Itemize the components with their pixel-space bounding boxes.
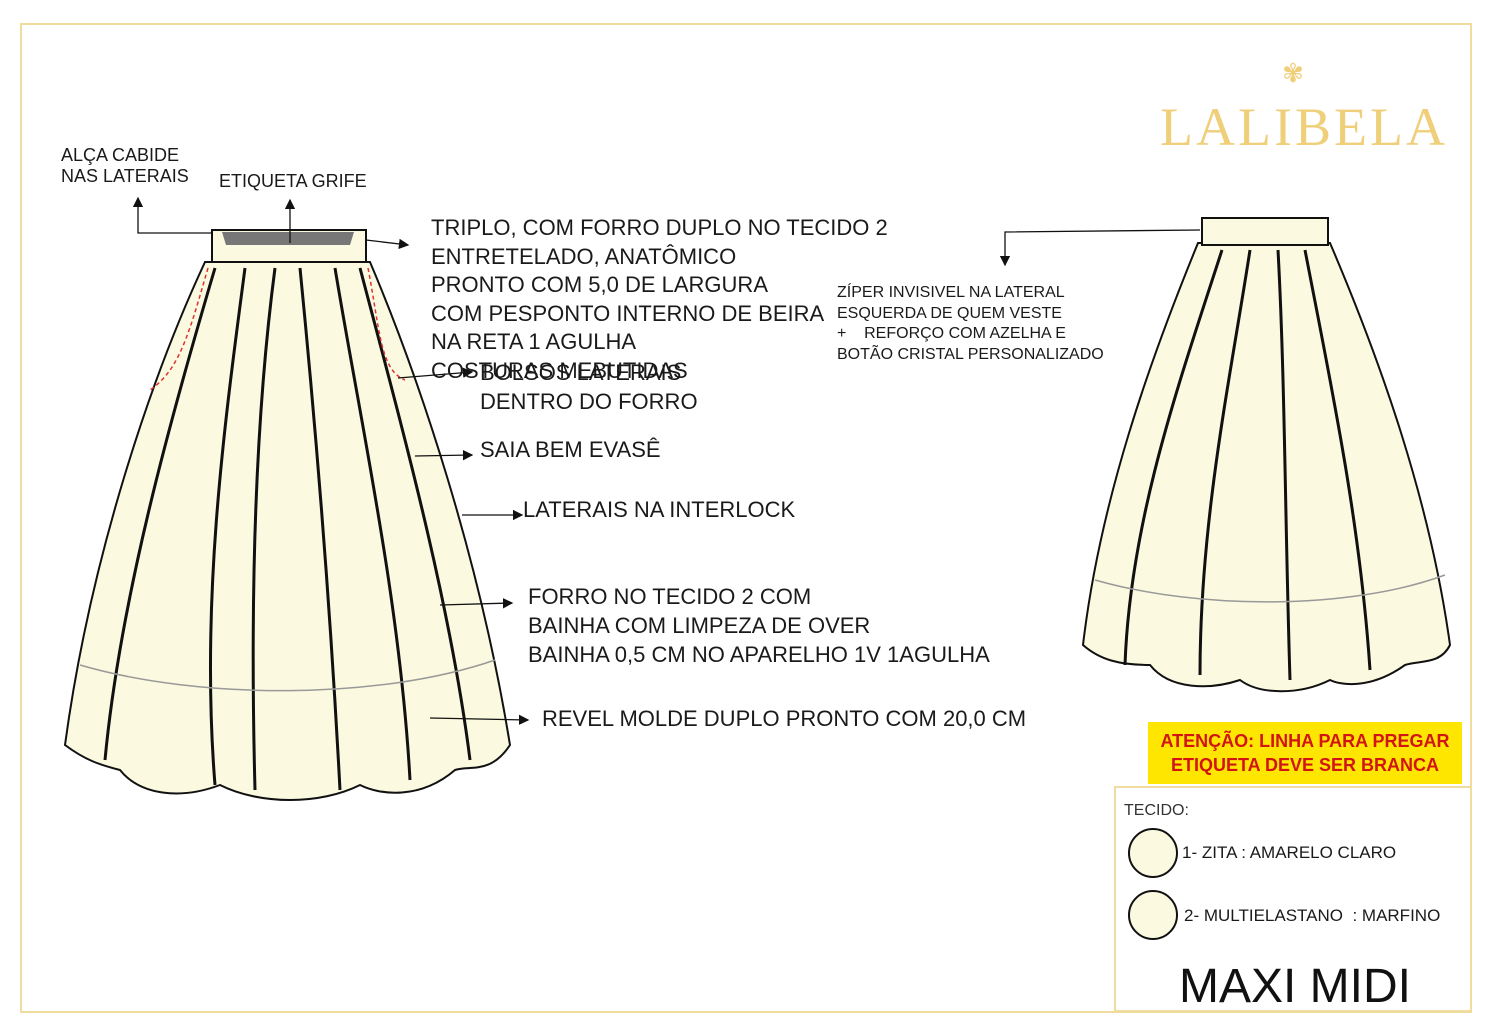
front-skirt-sketch — [63, 229, 512, 801]
label-evase: SAIA BEM EVASÊ — [480, 437, 661, 462]
label-laterais: LATERAIS NA INTERLOCK — [523, 497, 796, 522]
annotation-arrows — [132, 196, 1201, 726]
bee-icon: ✾ — [1282, 58, 1304, 88]
fabric-swatch-1 — [1128, 828, 1178, 878]
back-skirt-sketch — [1081, 217, 1452, 693]
fabric-title: TECIDO: — [1124, 802, 1189, 819]
fabric-label-1: 1- ZITA : AMARELO CLARO — [1182, 843, 1397, 862]
label-etiqueta: ETIQUETA GRIFE — [219, 171, 367, 191]
model-name: MAXI MIDI — [1178, 960, 1411, 1013]
page-border — [20, 23, 1472, 1013]
fabric-swatch-2 — [1128, 890, 1178, 940]
label-revel: REVEL MOLDE DUPLO PRONTO COM 20,0 CM — [542, 706, 1027, 731]
fabric-legend: TECIDO: 1- ZITA : AMARELO CLARO 2- MULTI… — [1114, 786, 1472, 1013]
fabric-label-2: 2- MULTIELASTANO : MARFINO — [1184, 906, 1441, 925]
brand-logo: LALIBELA — [1160, 97, 1448, 157]
